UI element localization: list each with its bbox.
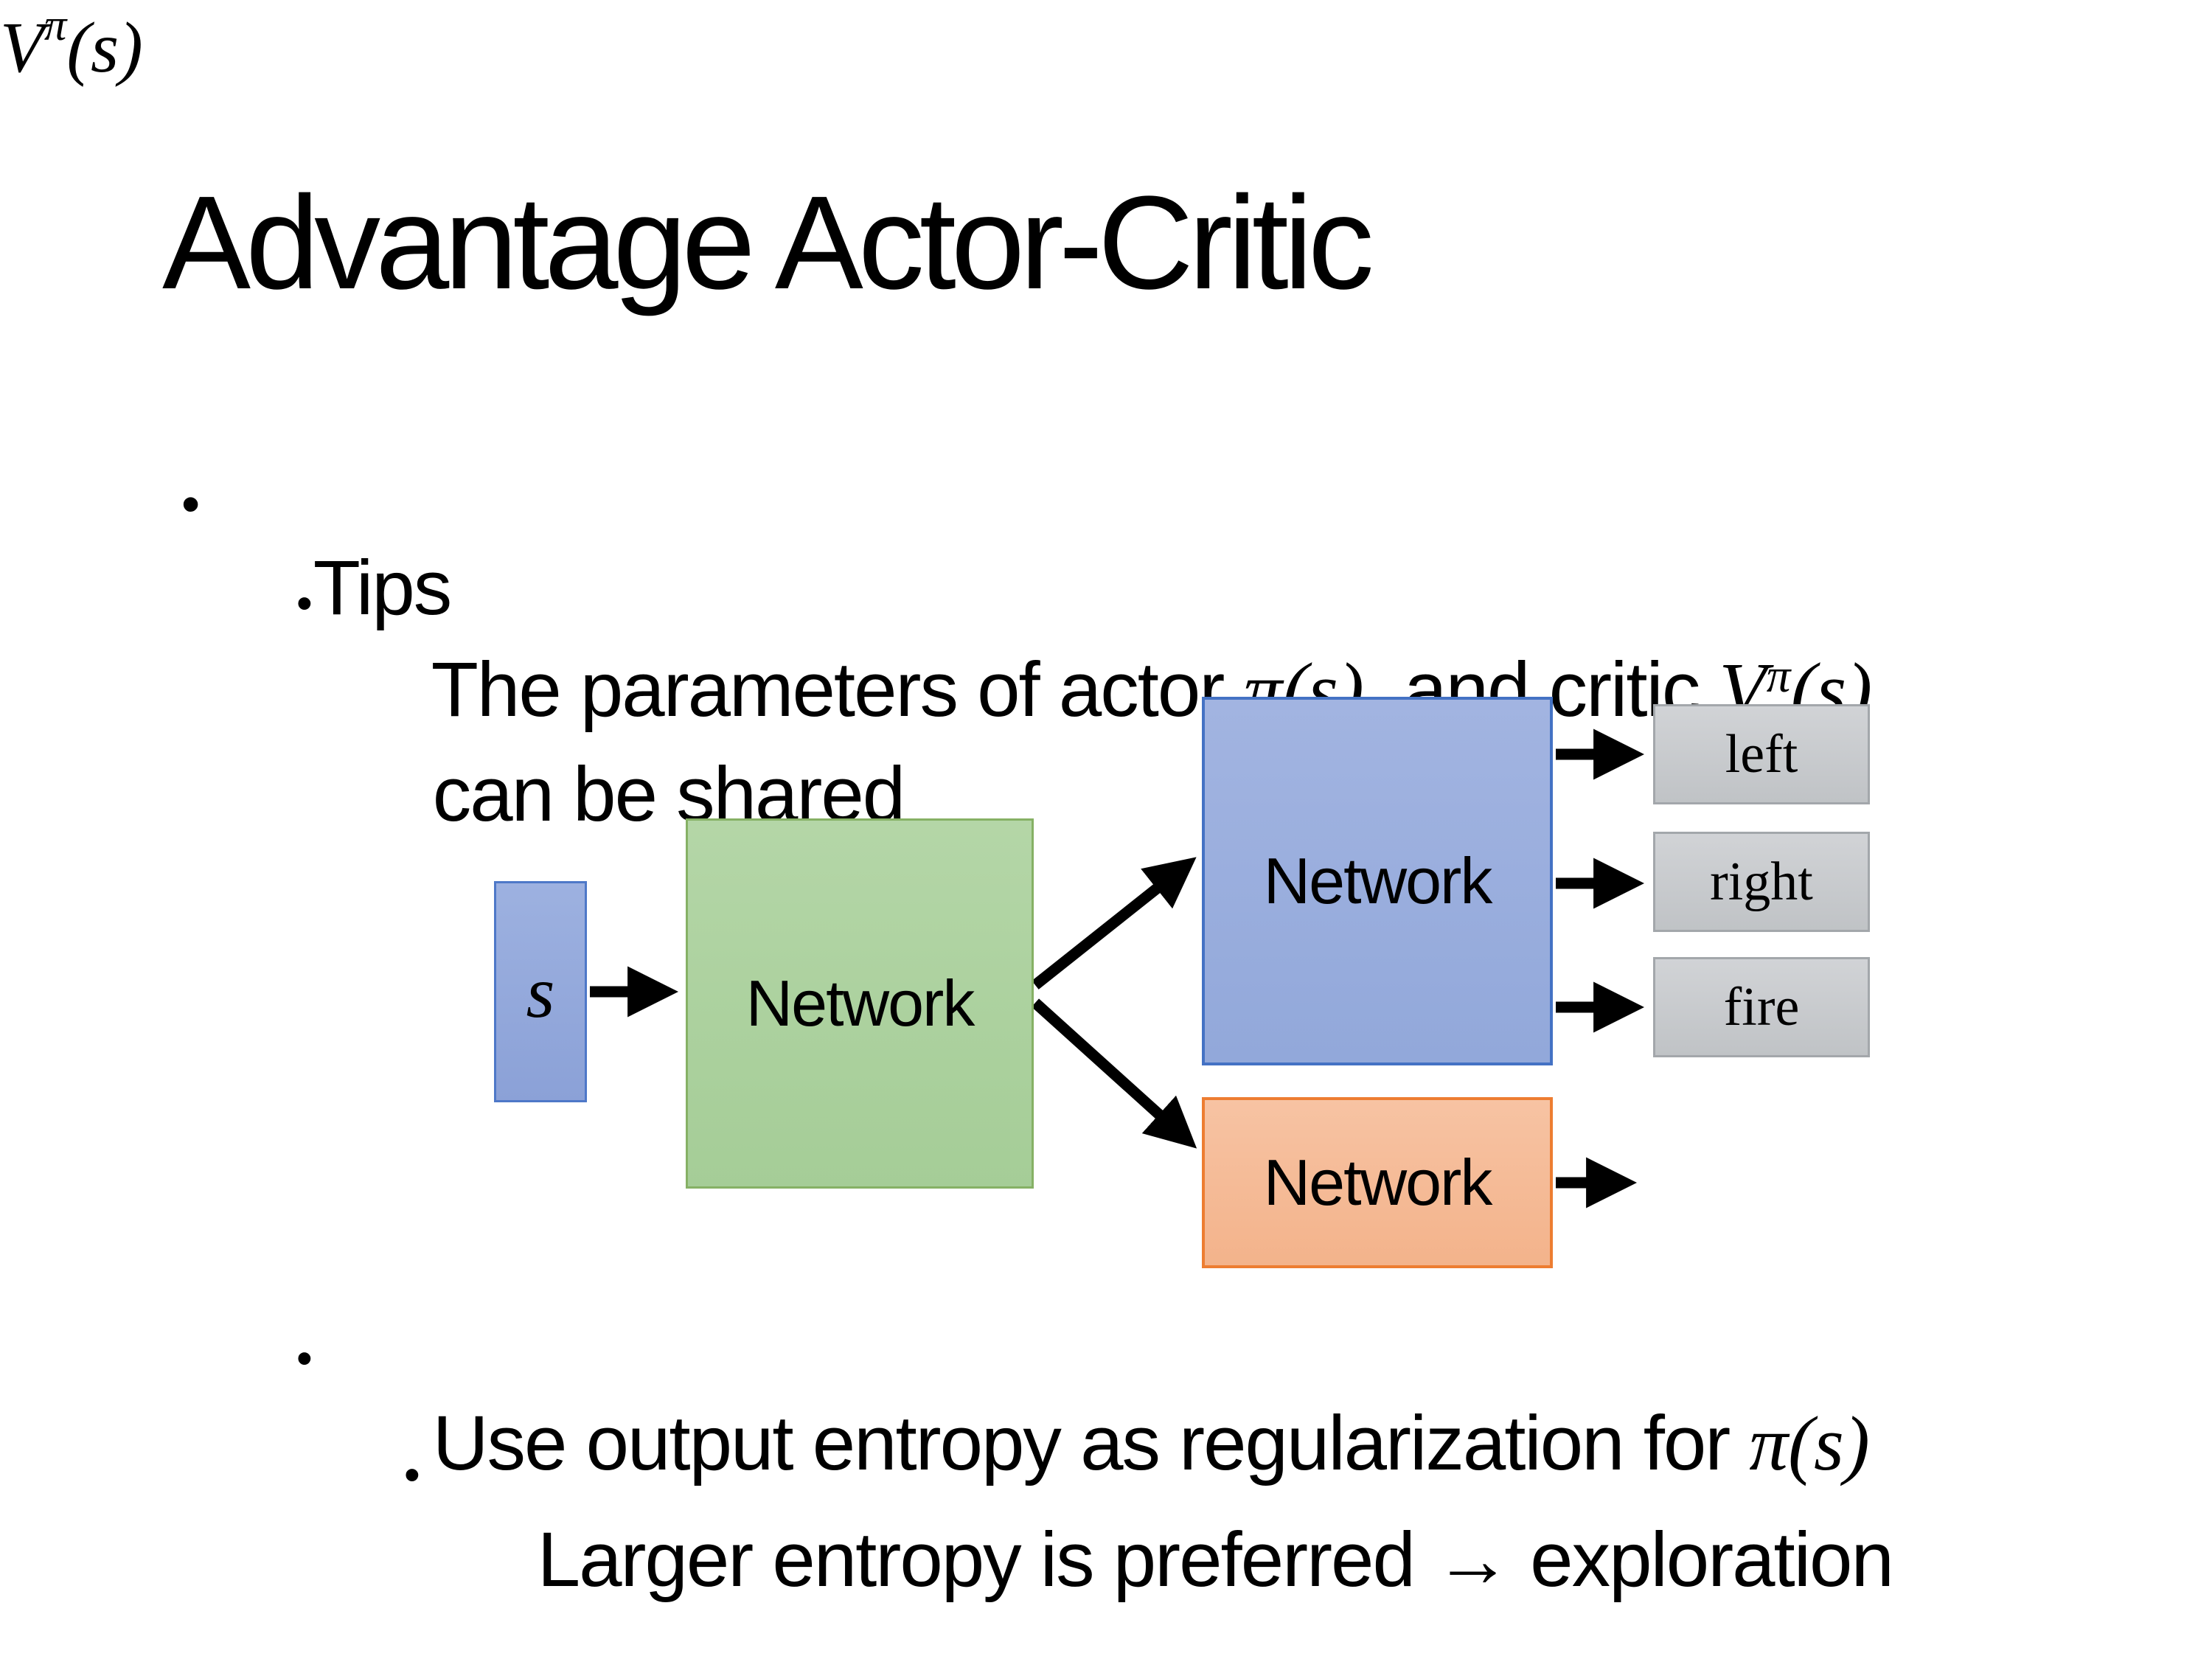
shared-network-box: Network <box>686 818 1034 1189</box>
action-fire-label: fire <box>1723 976 1800 1037</box>
actor-network-box: Network <box>1202 697 1553 1065</box>
bullet-exploration: Larger entropy is preferred → exploratio… <box>457 1423 1894 1659</box>
action-box-left: left <box>1653 704 1870 804</box>
entropy-prefix-text: Use output entropy as regularization for <box>432 1399 1750 1486</box>
value-args: (s) <box>66 8 143 88</box>
action-box-fire: fire <box>1653 957 1870 1057</box>
critic-network-box: Network <box>1202 1097 1553 1268</box>
math-V-sup-pi: π <box>1766 650 1791 703</box>
action-box-right: right <box>1653 832 1870 932</box>
bullet-icon: • <box>404 1450 420 1500</box>
state-label: s <box>526 950 555 1033</box>
bullet-icon: • <box>296 1333 313 1384</box>
bullet-icon: • <box>181 475 201 534</box>
slide-title: Advantage Actor-Critic <box>162 169 1374 317</box>
action-right-label: right <box>1710 851 1813 912</box>
exploration-text: Larger entropy is preferred → exploratio… <box>537 1516 1894 1603</box>
shared-network-label: Network <box>745 967 975 1040</box>
bullet-tips: Tips <box>234 451 452 726</box>
value-sup-pi: π <box>44 0 67 50</box>
entropy-math-pi-s: π(s) <box>1749 1399 1870 1486</box>
action-left-label: left <box>1725 723 1798 785</box>
value-V: V <box>0 8 44 88</box>
bullet-tips-label: Tips <box>313 544 452 631</box>
bullet-entropy: Use output entropy as regularization for… <box>352 1307 1870 1581</box>
state-input-box: s <box>494 881 587 1102</box>
actor-network-label: Network <box>1263 844 1493 917</box>
critic-network-label: Network <box>1263 1146 1493 1219</box>
arrow-shared-to-actor <box>1032 857 1197 990</box>
shared-prefix-text: The parameters of actor <box>431 646 1244 733</box>
bullet-icon: • <box>296 578 313 629</box>
arrow-shared-to-critic <box>1031 998 1197 1149</box>
